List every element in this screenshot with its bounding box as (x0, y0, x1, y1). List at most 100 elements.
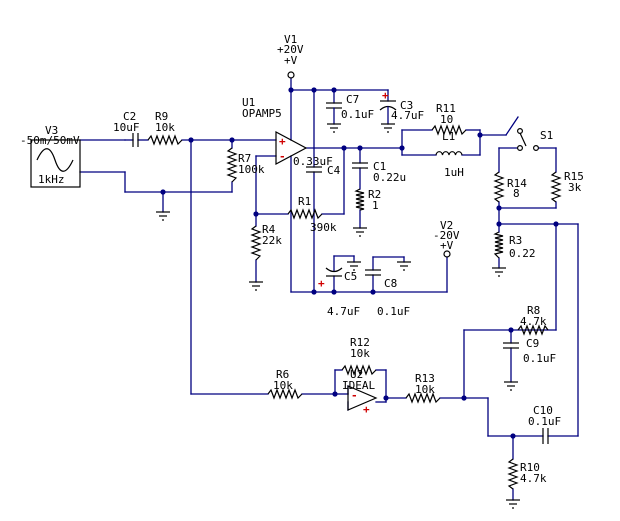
resistor-r2-ref: R2 (368, 188, 381, 201)
resistor-r11-ref: R11 (436, 102, 456, 115)
resistor-r6: R6 10k (267, 368, 303, 400)
capacitor-c1-value: 0.22u (373, 171, 406, 184)
resistor-r1: R1 390k (287, 195, 337, 234)
capacitor-c9: C9 0.1uF (503, 337, 556, 365)
resistor-r10: R10 4.7k (507, 458, 547, 490)
resistor-r13-value: 10k (415, 383, 435, 396)
resistor-r8-value: 4.7k (520, 315, 547, 328)
capacitor-c5-ref: C5 (344, 270, 357, 283)
switch-s1-ref: S1 (540, 129, 553, 142)
capacitor-c1: C1 0.22u (352, 160, 406, 184)
resistor-r14-ref: R14 (507, 177, 527, 190)
opamp-u1-body (275, 131, 308, 165)
ground-icon (492, 267, 506, 277)
ground-icon (397, 261, 411, 271)
supply-v2-ref: V2 (440, 219, 453, 232)
capacitor-c2-value: 10uF (113, 121, 140, 134)
supply-v1-ref: V1 (284, 33, 297, 46)
opamp-u1: + - U1 OPAMP5 (242, 96, 308, 165)
resistor-r4-ref: R4 (262, 223, 276, 236)
capacitor-c8: C8 0.1uF (365, 269, 410, 318)
supply-v1: V1 +20V +V (277, 33, 304, 79)
resistor-r3-ref: R3 (509, 234, 522, 247)
switch-s1: S1 (516, 128, 553, 152)
opamp-u2-minus: - (351, 389, 358, 402)
resistor-r4: R4 22k (250, 223, 282, 261)
resistor-r7: R7 100k (226, 147, 265, 183)
opamp-u2-body (347, 385, 378, 411)
opamp-u1-model: OPAMP5 (242, 107, 282, 120)
capacitor-c8-ref: C8 (384, 277, 397, 290)
capacitor-c5: + C5 4.7uF (318, 267, 360, 318)
capacitor-c9-ref: C9 (526, 337, 539, 350)
resistor-r3: R3 0.22 (493, 231, 536, 260)
resistor-r15: R15 3k (550, 170, 584, 203)
capacitor-c4-ref: C4 (327, 164, 341, 177)
resistor-r13: R13 10k (405, 372, 441, 404)
opamp-u1-plus: + (279, 135, 286, 148)
resistor-r10-ref: R10 (520, 461, 540, 474)
resistor-r8-ref: R8 (527, 304, 540, 317)
resistor-r14: R14 8 (493, 171, 527, 203)
sine-wave-icon (36, 148, 74, 172)
resistor-r9-ref: R9 (155, 110, 168, 123)
resistor-r9: R9 10k (147, 110, 183, 146)
capacitor-c5-value: 4.7uF (327, 305, 360, 318)
capacitor-c10: C10 0.1uF (528, 404, 561, 444)
resistor-r11: R11 10 (431, 102, 467, 136)
capacitor-c3-ref: C3 (400, 99, 413, 112)
resistor-r12-value: 10k (350, 347, 370, 360)
source-v3-box (30, 139, 81, 188)
capacitor-c8-value: 0.1uF (377, 305, 410, 318)
resistor-r2-value: 1 (372, 199, 379, 212)
ground-icon (249, 281, 263, 291)
capacitor-c9-value: 0.1uF (523, 352, 556, 365)
resistor-r2: R2 1 (354, 188, 381, 212)
capacitor-c7-ref: C7 (346, 93, 359, 106)
supply-v2: V2 -20V +V (433, 219, 460, 258)
inductor-l1-value: 1uH (444, 166, 464, 179)
resistor-r11-value: 10 (440, 113, 453, 126)
resistor-r15-ref: R15 (564, 170, 584, 183)
resistor-r4-value: 22k (262, 234, 282, 247)
source-v3-frequency: 1kHz (38, 173, 65, 186)
capacitor-c4-value: 0.33uF (293, 155, 333, 168)
ground-icon (347, 261, 361, 271)
resistor-r13-ref: R13 (415, 372, 435, 385)
resistor-r12: R12 10k (341, 336, 377, 376)
capacitor-c3-value: 4.7uF (391, 109, 424, 122)
resistor-r1-value: 390k (310, 221, 337, 234)
supply-v1-value: +20V (277, 43, 304, 56)
capacitor-c2: C2 10uF (113, 110, 140, 147)
supply-v1-symbol: +V (284, 54, 298, 67)
opamp-u2: - + U2 IDEAL (342, 368, 378, 416)
opamp-u2-plus: + (363, 403, 370, 416)
capacitor-c7-value: 0.1uF (341, 108, 374, 121)
opamp-u1-ref: U1 (242, 96, 255, 109)
ground-icon (506, 499, 520, 509)
capacitor-c3: + C3 4.7uF (379, 89, 424, 133)
resistor-r10-value: 4.7k (520, 472, 547, 485)
capacitor-c10-value: 0.1uF (528, 415, 561, 428)
capacitor-c4: 0.33uF C4 (293, 155, 341, 177)
resistor-r6-value: 10k (273, 379, 293, 392)
inductor-l1: L1 1uH (435, 130, 464, 179)
capacitor-c2-ref: C2 (123, 110, 136, 123)
resistor-r12-ref: R12 (350, 336, 370, 349)
supply-v2-value: -20V (433, 229, 460, 242)
resistor-r6-ref: R6 (276, 368, 289, 381)
ground-icon (504, 381, 518, 391)
source-v3-ref: V3 (45, 124, 58, 137)
resistor-r3-value: 0.22 (509, 247, 536, 260)
resistor-r7-value: 100k (238, 163, 265, 176)
ground-icon (156, 211, 170, 221)
capacitor-c1-ref: C1 (373, 160, 386, 173)
wires (79, 77, 579, 501)
resistor-r14-value: 8 (513, 187, 520, 200)
opamp-u2-model: IDEAL (342, 379, 375, 392)
capacitor-c5-polarity: + (318, 277, 325, 290)
capacitor-c7: C7 0.1uF (326, 93, 374, 133)
capacitor-c10-ref: C10 (533, 404, 553, 417)
inductor-l1-ref: L1 (442, 130, 455, 143)
